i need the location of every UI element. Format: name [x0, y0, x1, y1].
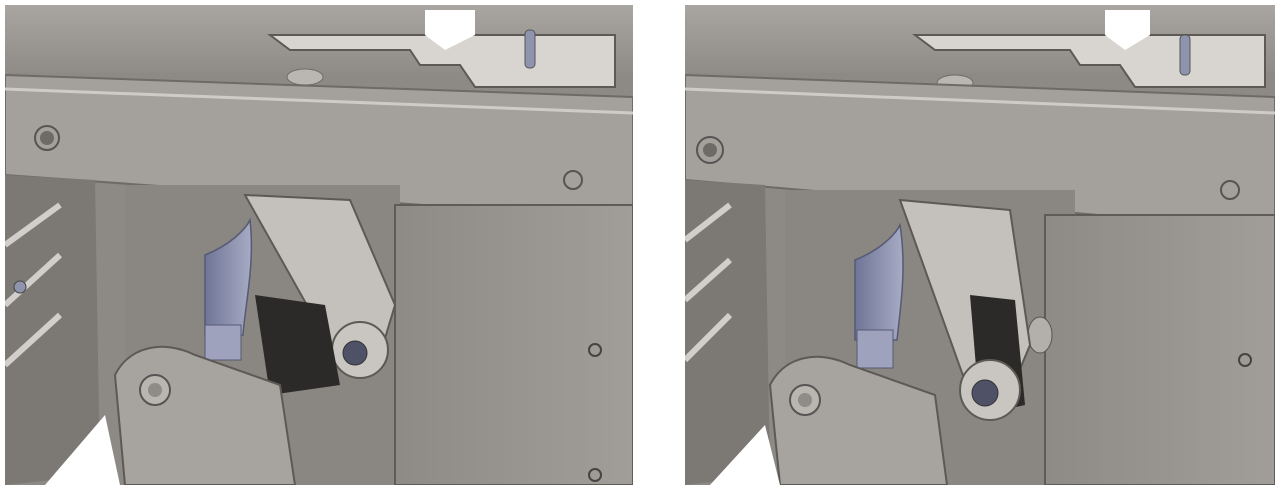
rail-slot-1	[685, 202, 732, 243]
hole-right	[1220, 180, 1240, 200]
hole-left	[696, 136, 724, 164]
bottom-gap	[45, 415, 120, 485]
slot-cutout	[912, 34, 1266, 88]
right-panel	[1044, 214, 1275, 485]
panel-bolt-1	[1238, 353, 1252, 367]
rail-slot-3	[5, 312, 63, 368]
rail-bolt	[13, 280, 27, 294]
front-bolt-inner	[798, 393, 812, 407]
hole-left-inner	[40, 131, 54, 145]
dark-bracket	[255, 295, 340, 395]
left-view	[5, 5, 633, 485]
side-stud	[1027, 316, 1053, 354]
right-render	[685, 5, 1275, 485]
panel-bolt-1	[588, 343, 602, 357]
rail-slot-2	[5, 252, 63, 308]
left-rail	[685, 180, 770, 485]
open-gap	[1105, 10, 1150, 50]
crossbar-edge	[5, 87, 633, 115]
left-render	[5, 5, 633, 485]
panel-bolt-2	[588, 468, 602, 482]
pin	[524, 29, 536, 69]
blue-latch	[204, 217, 253, 336]
crossbar	[5, 73, 633, 222]
bottom-gap	[710, 425, 780, 485]
rail-slot-3	[685, 312, 733, 363]
right-view	[685, 5, 1275, 485]
rail-slot-2	[685, 257, 732, 303]
roller-hub	[971, 379, 999, 407]
latch-bolt	[204, 324, 242, 361]
rail-slot-1	[5, 202, 62, 248]
crossbar-edge	[685, 87, 1275, 115]
rivet	[286, 68, 324, 86]
latch-bolt	[856, 329, 894, 369]
hole-left-inner	[703, 143, 717, 157]
left-rail	[5, 175, 100, 485]
blue-latch	[854, 222, 904, 341]
hole-left	[34, 125, 60, 151]
pin	[1179, 34, 1191, 76]
open-gap	[425, 10, 475, 50]
roller-hub	[342, 340, 368, 366]
hole-right	[563, 170, 583, 190]
front-bolt-inner	[148, 383, 162, 397]
